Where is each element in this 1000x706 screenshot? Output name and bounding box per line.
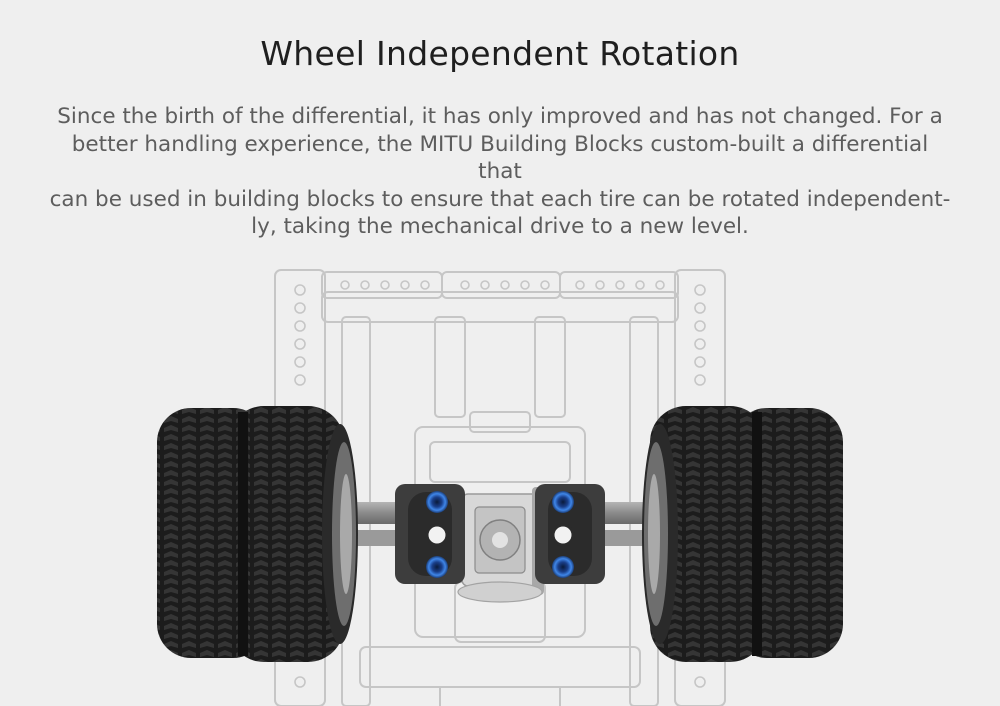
page-title: Wheel Independent Rotation — [260, 34, 740, 73]
blue-pin-icon — [552, 556, 574, 578]
blue-pin-icon — [426, 556, 448, 578]
differential-illustration — [157, 269, 843, 706]
description: Since the birth of the differential, it … — [48, 103, 952, 241]
right-tire-pair — [642, 406, 843, 662]
blue-pin-icon — [426, 491, 448, 513]
beam-holes — [294, 280, 706, 688]
blue-pin-icon — [552, 491, 574, 513]
left-tire-pair — [157, 406, 358, 662]
description-line-2: better handling experience, the MITU Bui… — [71, 131, 929, 185]
description-line-4: ly, taking the mechanical drive to a new… — [251, 214, 749, 239]
left-pin-connector — [395, 484, 465, 584]
right-pin-connector — [535, 484, 605, 584]
description-line-1: Since the birth of the differential, it … — [57, 104, 943, 129]
description-line-3: can be used in building blocks to ensure… — [49, 186, 951, 212]
differential-gear — [457, 487, 544, 603]
